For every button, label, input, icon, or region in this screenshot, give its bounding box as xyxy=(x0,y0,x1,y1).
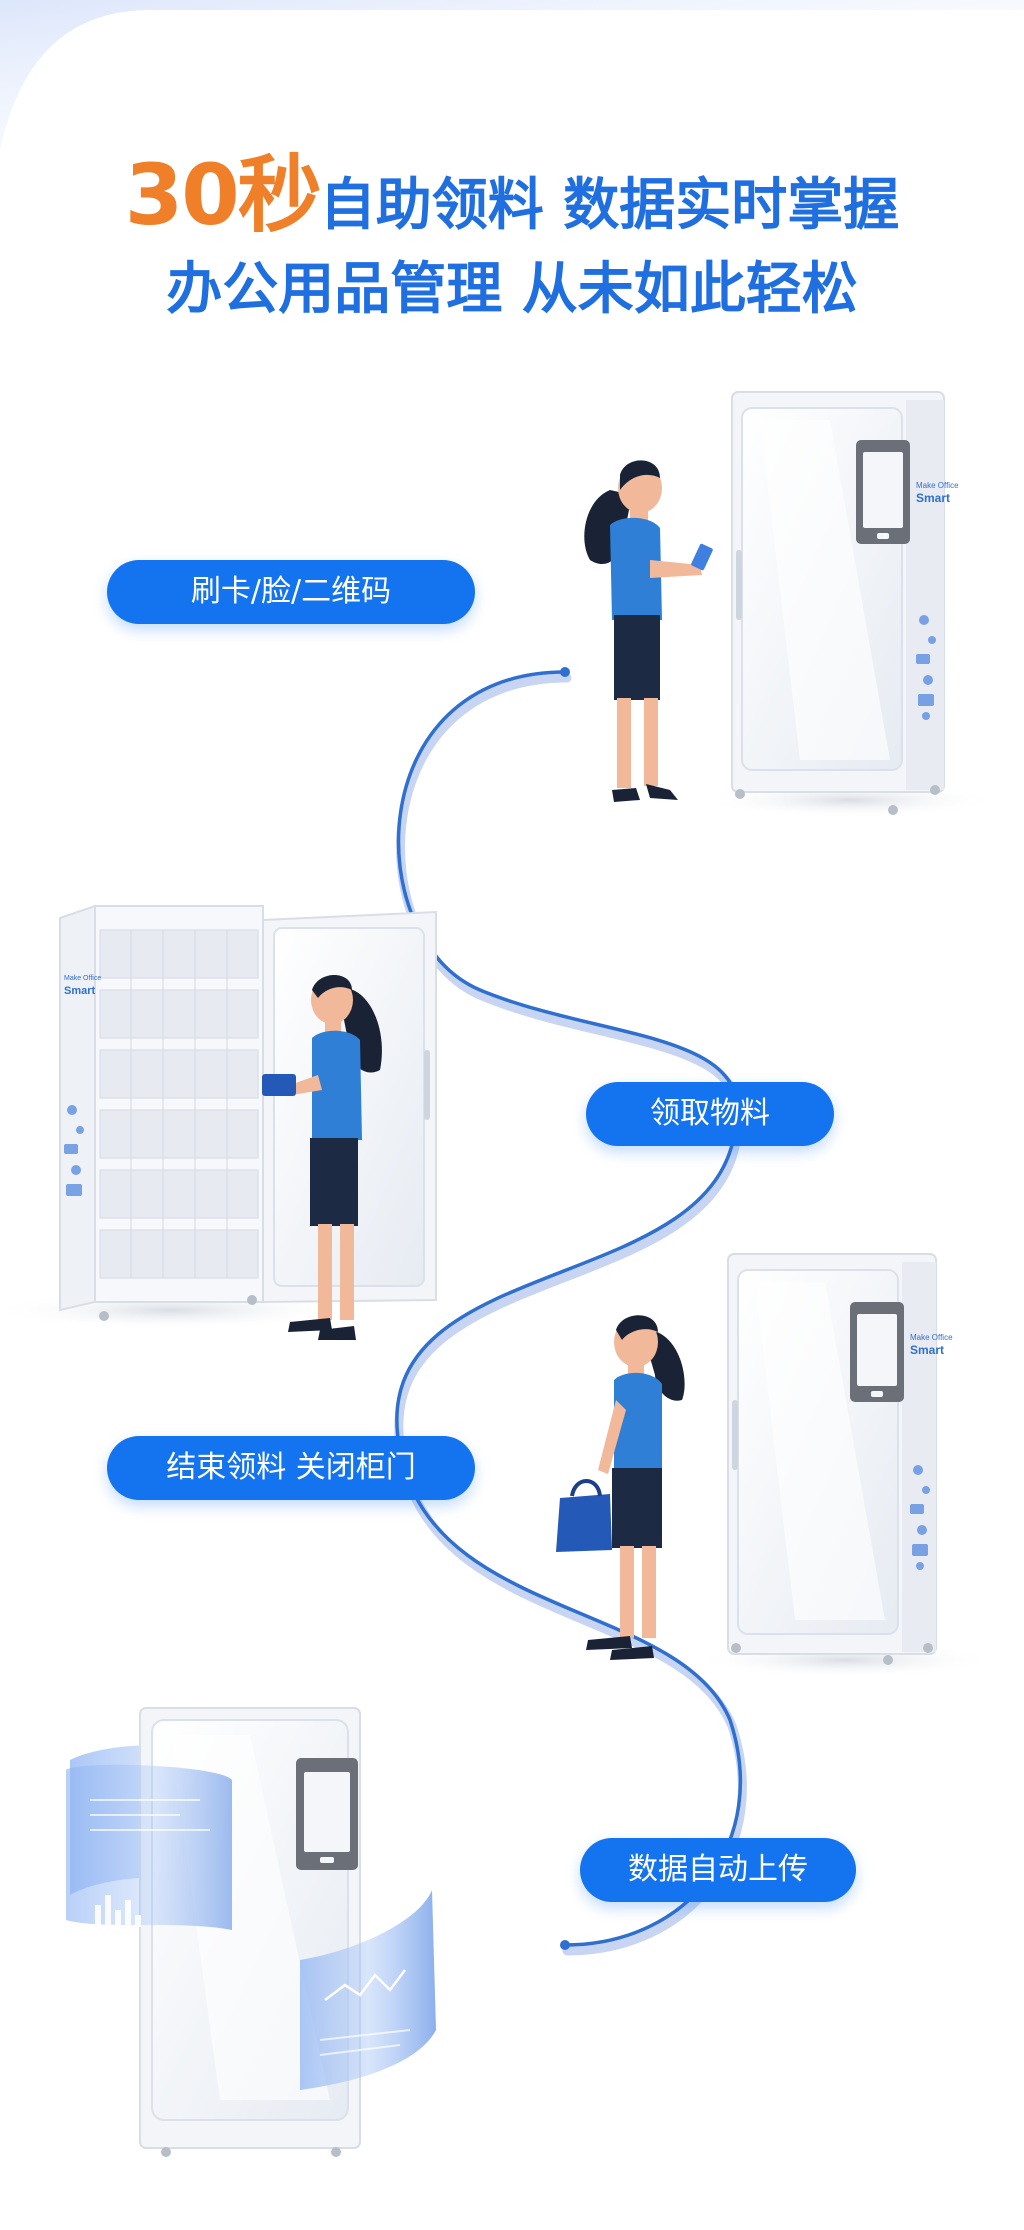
step-pill-scan: 刷卡/脸/二维码 xyxy=(107,560,475,624)
cabinet-closed-1: Make Office Smart xyxy=(700,391,1000,818)
headline-line-1: 30秒自助领料 数据实时掌握 xyxy=(0,128,1024,244)
smartphone-icon xyxy=(296,1758,358,1870)
cabinet-brand-small: Make Office xyxy=(910,1333,953,1342)
path-end-dot xyxy=(560,1940,570,1950)
person-with-bag xyxy=(556,1315,685,1660)
path-start-dot xyxy=(560,667,570,677)
flow-path xyxy=(394,667,747,1956)
cabinet-closed-2: Make Office Smart xyxy=(695,1253,995,1678)
smartphone-icon xyxy=(856,440,910,544)
background-corner-shape xyxy=(0,0,1024,150)
headline-line-1-rest: 自助领料 数据实时掌握 xyxy=(319,173,900,238)
cabinet-brand-small: Make Office xyxy=(64,975,101,982)
line-chart-icon xyxy=(319,1969,411,2056)
headline-highlight: 30秒 xyxy=(124,146,322,244)
bar-chart-icon xyxy=(95,1895,141,1927)
office-supplies-decal-icon xyxy=(916,615,936,720)
cabinet-data-upload xyxy=(66,1707,436,2157)
cabinet-brand-small: Make Office xyxy=(916,481,959,490)
office-supplies-decal-icon xyxy=(64,1105,84,1196)
headline-line-2: 办公用品管理 从未如此轻松 xyxy=(166,257,858,322)
step-pill-data-upload: 数据自动上传 xyxy=(580,1838,856,1902)
cabinet-brand-large: Smart xyxy=(916,491,950,505)
person-scanning xyxy=(584,460,713,802)
office-supplies-decal-icon xyxy=(910,1465,930,1570)
cabinet-brand-large: Smart xyxy=(64,985,96,997)
cabinet-open: Make Office Smart xyxy=(0,904,437,1330)
person-taking-items xyxy=(262,975,382,1340)
step-pill-take-items: 领取物料 xyxy=(586,1082,834,1146)
smartphone-icon xyxy=(850,1302,904,1402)
cabinet-brand-large: Smart xyxy=(910,1343,944,1357)
step-pill-close-door: 结束领料 关闭柜门 xyxy=(107,1436,475,1500)
